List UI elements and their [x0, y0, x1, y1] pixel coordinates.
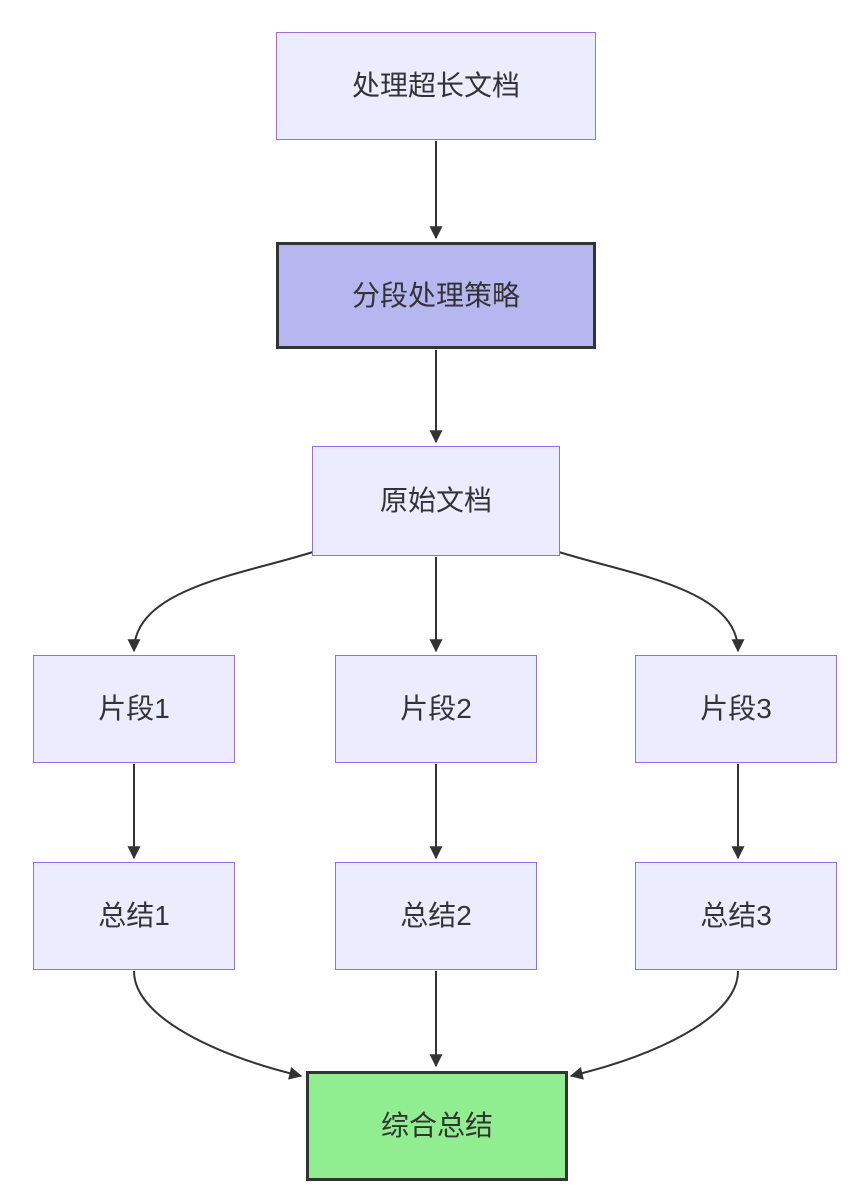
node-label: 片段1 — [98, 693, 170, 724]
node-label: 总结3 — [700, 900, 772, 931]
node-process-long-document: 处理超长文档 — [276, 32, 596, 140]
node-label: 原始文档 — [379, 485, 492, 516]
node-label: 片段2 — [400, 693, 472, 724]
node-label: 总结1 — [98, 900, 170, 931]
node-original-document: 原始文档 — [312, 446, 560, 556]
node-final-summary: 综合总结 — [306, 1071, 568, 1181]
node-summary-2: 总结2 — [335, 862, 537, 970]
edge-c-d3 — [558, 551, 745, 653]
node-label: 总结2 — [400, 900, 472, 931]
node-label: 片段3 — [700, 693, 772, 724]
edge-c-d1 — [127, 551, 314, 653]
node-fragment-3: 片段3 — [635, 655, 837, 763]
node-summary-3: 总结3 — [635, 862, 837, 970]
edge-e3-f — [569, 970, 739, 1080]
node-label: 处理超长文档 — [351, 70, 520, 101]
edge-e1-f — [133, 970, 303, 1080]
node-label: 综合总结 — [380, 1110, 493, 1141]
node-fragment-2: 片段2 — [335, 655, 537, 763]
node-summary-1: 总结1 — [33, 862, 235, 970]
node-fragment-1: 片段1 — [33, 655, 235, 763]
node-label: 分段处理策略 — [351, 279, 520, 311]
node-segmentation-strategy: 分段处理策略 — [276, 242, 596, 349]
